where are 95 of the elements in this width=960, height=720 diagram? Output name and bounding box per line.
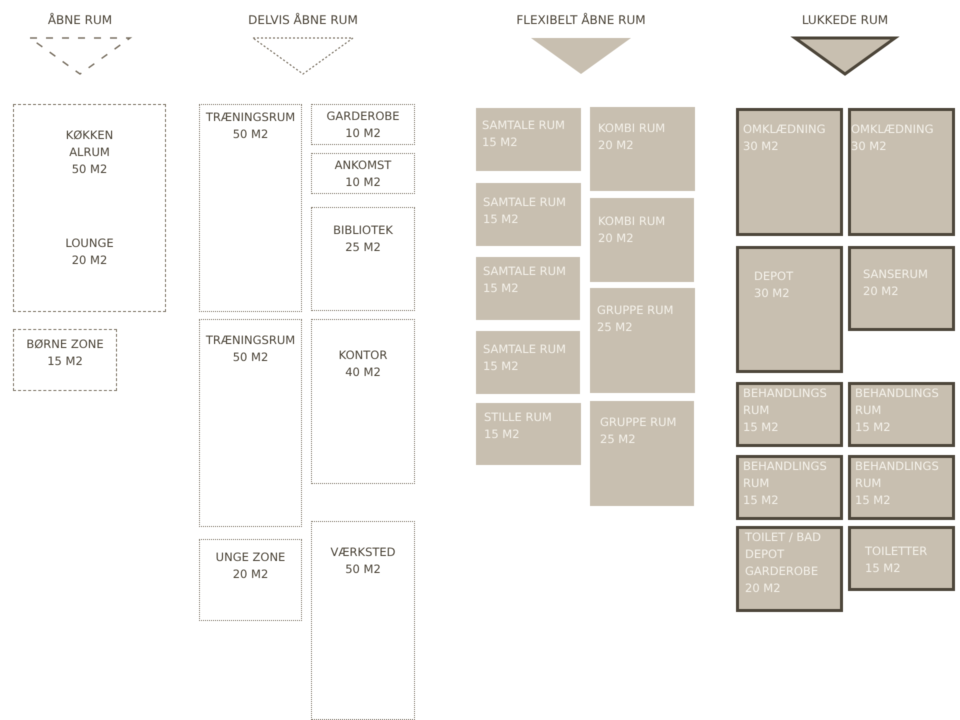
room-area-text: 15 M2 <box>855 492 892 509</box>
open-room-area <box>13 104 166 312</box>
room-name-text: OMKLÆDNING <box>743 121 826 138</box>
room-area-text: 20 M2 <box>232 566 270 583</box>
room-name-text: BEHANDLINGS RUM <box>855 385 940 419</box>
room-name-text: LOUNGE <box>64 235 115 252</box>
room-area-text: 20 M2 <box>598 230 635 247</box>
room-name-text: VÆRKSTED <box>329 544 397 561</box>
room-area-text: 25 M2 <box>597 319 634 336</box>
room-area-text: 25 M2 <box>344 239 382 256</box>
room-area-text: 10 M2 <box>344 125 382 142</box>
flexible-room-box <box>476 403 581 465</box>
room-area-text: 15 M2 <box>484 426 521 443</box>
room-area-text: 15 M2 <box>865 560 902 577</box>
partly-open-room-box <box>311 207 415 311</box>
flexible-room-box <box>476 183 581 246</box>
flexible-room-box <box>476 108 581 171</box>
room-name-text: ANKOMST <box>334 157 392 174</box>
room-name-text: KØKKEN ALRUM <box>64 127 114 161</box>
closed-room-box <box>736 455 843 520</box>
column-heading: FLEXIBELT ÅBNE RUM <box>516 13 646 27</box>
room-area-text: 20 M2 <box>598 137 635 154</box>
column-heading: DELVIS ÅBNE RUM <box>248 13 358 27</box>
room-name-text: KOMBI RUM <box>598 120 666 137</box>
room-name-text: STILLE RUM <box>484 409 553 426</box>
room-name-text: TRÆNINGSRUM <box>204 332 296 349</box>
room-name-text: SAMTALE RUM <box>482 117 566 134</box>
room-name-text: GARDEROBE <box>325 108 401 125</box>
room-area-text: 25 M2 <box>600 431 637 448</box>
room-name-text: SAMTALE RUM <box>483 341 567 358</box>
closed-room-box <box>848 526 955 591</box>
room-name-text: GRUPPE RUM <box>600 414 678 431</box>
closed-room-box <box>848 382 955 447</box>
room-area-text: 50 M2 <box>344 561 382 578</box>
closed-room-box <box>736 246 843 373</box>
room-name-text: GRUPPE RUM <box>597 302 674 319</box>
closed-room-box <box>848 108 955 236</box>
room-name-text: TRÆNINGSRUM <box>204 109 296 126</box>
room-name-text: UNGE ZONE <box>214 549 286 566</box>
room-area-text: 15 M2 <box>483 358 520 375</box>
flexible-room-box <box>476 331 580 394</box>
room-area-text: 15 M2 <box>743 419 780 436</box>
room-name-text: BIBLIOTEK <box>332 222 394 239</box>
partly-open-room-box <box>311 319 415 484</box>
room-name-text: BEHANDLINGS RUM <box>743 385 828 419</box>
partly-open-room-box <box>311 521 415 720</box>
room-name-text: DEPOT <box>754 268 794 285</box>
closed-room-box <box>736 382 843 447</box>
flexible-room-box <box>590 198 694 282</box>
room-name-text: KONTOR <box>338 347 388 364</box>
room-area-text: 10 M2 <box>344 174 382 191</box>
room-name-text: TOILETTER <box>865 543 928 560</box>
flexible-room-box <box>590 288 695 393</box>
room-area-text: 15 M2 <box>483 211 520 228</box>
closed-room-box <box>848 246 955 331</box>
column-heading: ÅBNE RUM <box>48 13 112 27</box>
room-area-text: 15 M2 <box>482 134 519 151</box>
room-name-text: DEPOT <box>745 546 786 563</box>
flexible-room-box <box>590 107 695 191</box>
closed-room-box <box>736 526 843 612</box>
partly-open-room-box <box>311 153 415 194</box>
room-name-text: SANSERUM <box>863 266 929 283</box>
open-room-area <box>13 329 117 391</box>
closed-room-box <box>848 455 955 520</box>
room-area-text: 50 M2 <box>232 349 270 366</box>
room-area-text: 20 M2 <box>745 580 782 597</box>
room-name-text: KOMBI RUM <box>598 213 666 230</box>
flexible-room-box <box>476 257 580 320</box>
room-area-text: 30 M2 <box>851 138 888 155</box>
room-name-text: OMKLÆDNING <box>851 121 934 138</box>
room-area-text: 15 M2 <box>743 492 780 509</box>
room-area-text: 50 M2 <box>70 161 108 178</box>
room-name-text: BØRNE ZONE <box>25 336 105 353</box>
room-name-text: SAMTALE RUM <box>483 194 567 211</box>
partly-open-room-box <box>199 319 302 527</box>
column-heading: LUKKEDE RUM <box>802 13 888 27</box>
room-area-text: 50 M2 <box>232 126 270 143</box>
partly-open-room-box <box>311 104 415 145</box>
partly-open-room-box <box>199 104 302 312</box>
room-area-text: 40 M2 <box>344 364 382 381</box>
room-area-text: 15 M2 <box>855 419 892 436</box>
room-area-text: 15 M2 <box>46 353 84 370</box>
room-name-text: GARDEROBE <box>745 563 820 580</box>
partly-open-room-box <box>199 539 302 621</box>
room-area-text: 30 M2 <box>743 138 780 155</box>
closed-room-box <box>736 108 843 236</box>
flexible-room-box <box>590 401 694 506</box>
room-area-text: 20 M2 <box>70 252 108 269</box>
room-name-text: TOILET / BAD <box>745 529 822 546</box>
room-area-text: 30 M2 <box>754 285 791 302</box>
room-name-text: SAMTALE RUM <box>483 263 567 280</box>
room-name-text: BEHANDLINGS RUM <box>743 458 828 492</box>
room-name-text: BEHANDLINGS RUM <box>855 458 940 492</box>
room-area-text: 20 M2 <box>863 283 900 300</box>
room-area-text: 15 M2 <box>483 280 520 297</box>
